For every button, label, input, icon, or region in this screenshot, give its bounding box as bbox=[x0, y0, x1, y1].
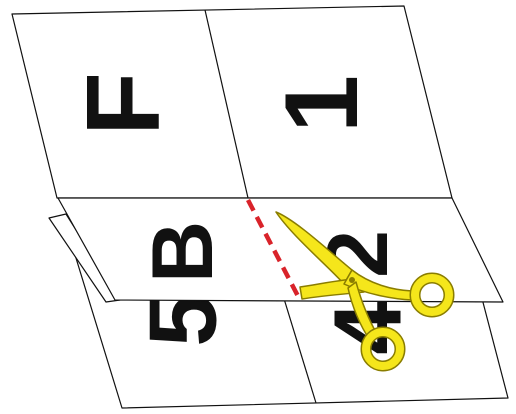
scissors-pivot bbox=[349, 277, 355, 283]
panel-bottom-left-glyph: 5 bbox=[130, 293, 237, 346]
panel-top-left-glyph: F bbox=[66, 72, 182, 136]
panel-middle-left-glyph: B bbox=[135, 221, 231, 283]
panel-top-right-glyph: 1 bbox=[264, 75, 380, 133]
